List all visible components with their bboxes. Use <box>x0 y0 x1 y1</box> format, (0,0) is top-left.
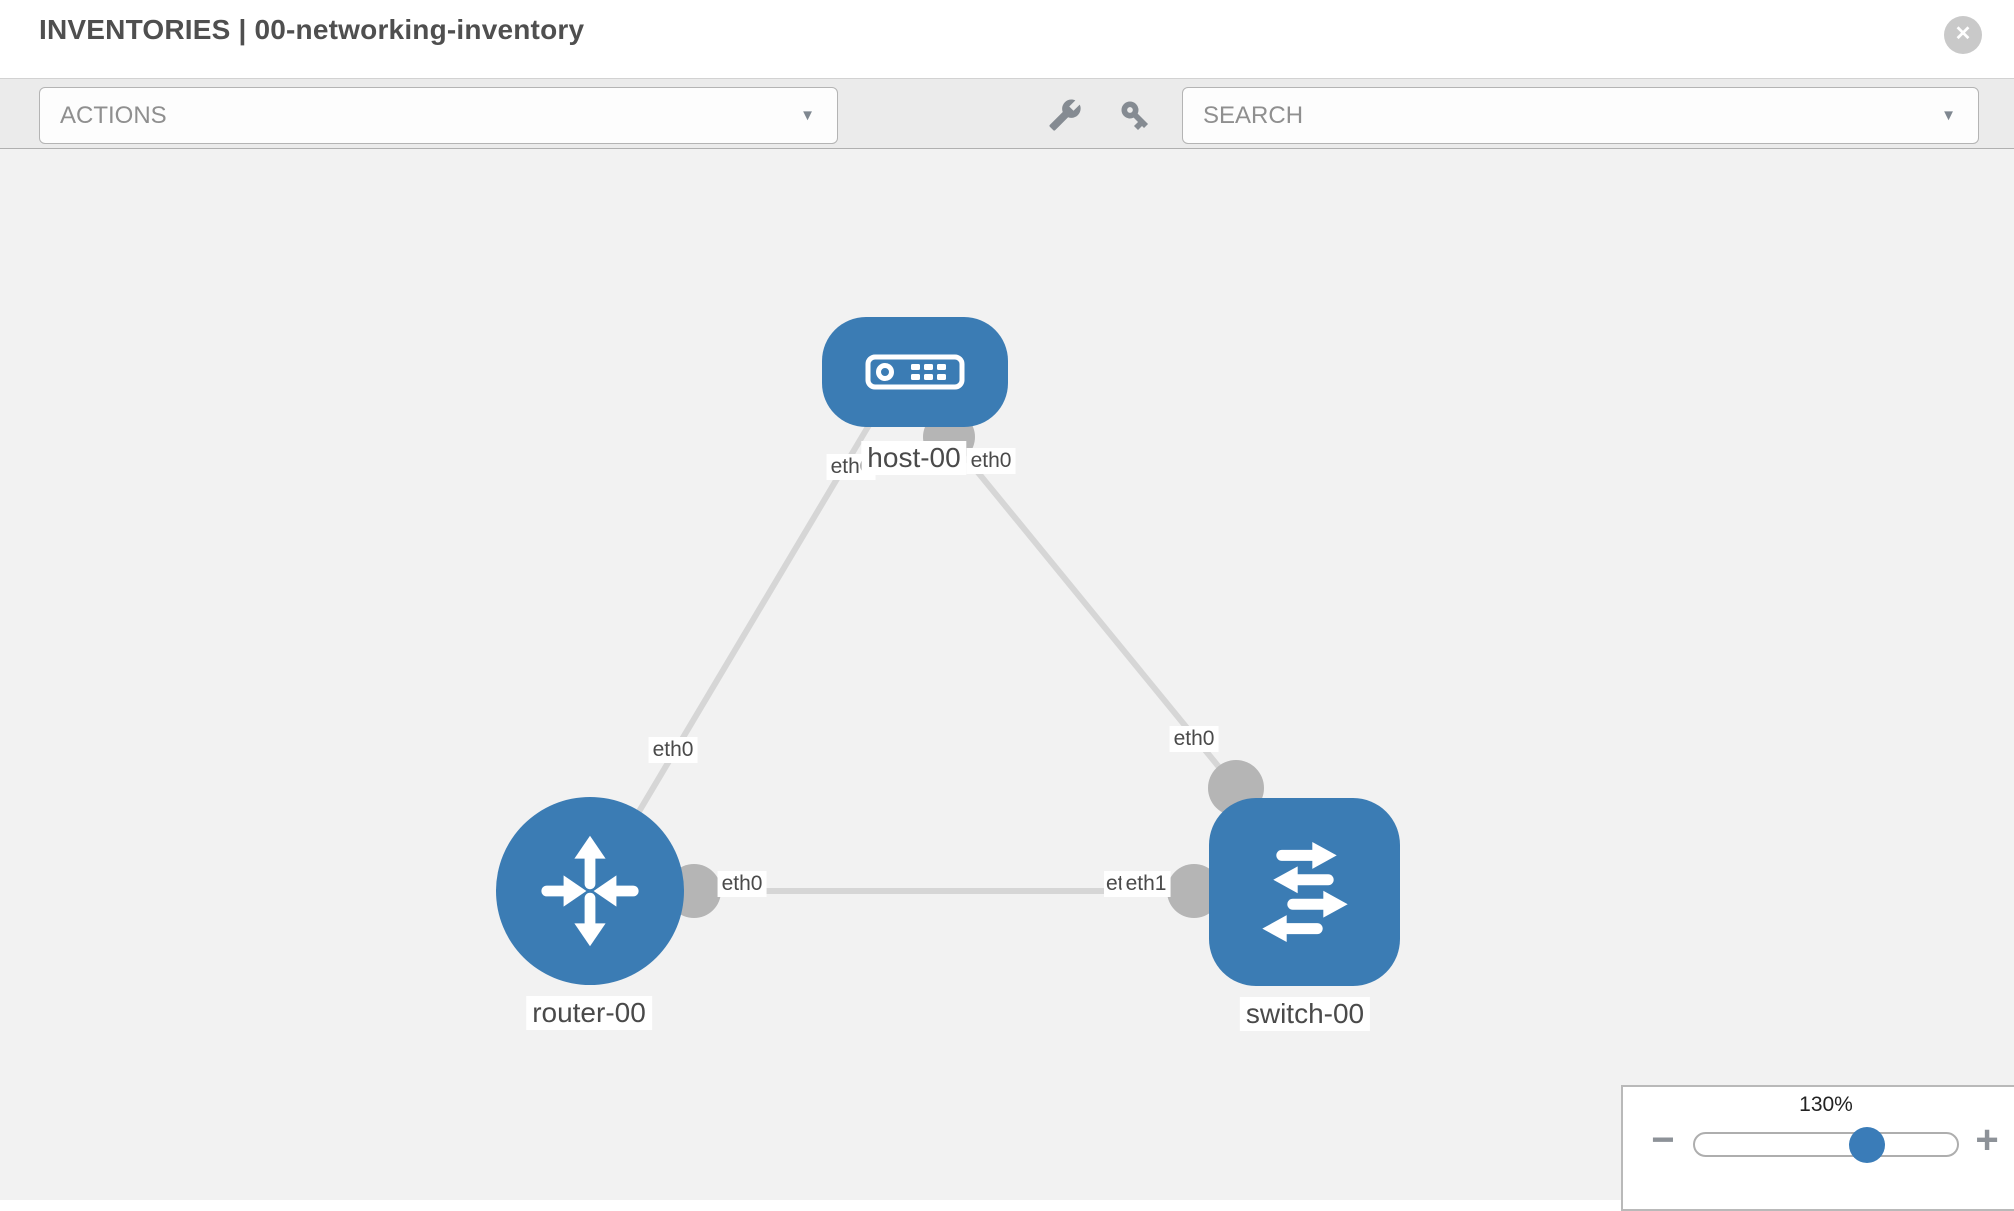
key-button[interactable] <box>1117 98 1153 134</box>
search-dropdown[interactable]: SEARCH ▼ <box>1182 87 1979 144</box>
chevron-down-icon: ▼ <box>800 107 815 124</box>
zoom-out-button[interactable]: − <box>1645 1117 1681 1163</box>
interface-circle-switch-eth1[interactable] <box>1167 864 1221 918</box>
toolbar: ACTIONS ▼ SEARCH ▼ <box>0 78 2014 150</box>
host-icon <box>865 353 965 391</box>
close-button[interactable]: ✕ <box>1944 16 1982 54</box>
node-router-00[interactable] <box>496 797 684 985</box>
zoom-level: 130% <box>1799 1093 1853 1116</box>
node-host-00[interactable] <box>822 317 1008 427</box>
node-label-host-00: host-00 <box>861 441 967 475</box>
router-icon <box>530 831 650 951</box>
zoom-in-button[interactable]: + <box>1969 1117 2005 1163</box>
minus-icon: − <box>1651 1118 1675 1162</box>
close-icon: ✕ <box>1954 23 1972 45</box>
wrench-button[interactable] <box>1047 98 1083 134</box>
zoom-slider-thumb[interactable] <box>1849 1127 1885 1163</box>
plus-icon: + <box>1975 1118 1999 1162</box>
switch-icon <box>1244 831 1366 953</box>
node-switch-00[interactable] <box>1209 798 1400 986</box>
node-label-switch-00: switch-00 <box>1239 997 1371 1031</box>
zoom-slider-track[interactable] <box>1693 1127 1959 1163</box>
interface-label: eth0 <box>717 871 767 897</box>
actions-dropdown[interactable]: ACTIONS ▼ <box>39 87 838 144</box>
key-icon <box>1118 101 1152 135</box>
page-title: INVENTORIES | 00-networking-inventory <box>39 14 585 45</box>
interface-label: eth0 <box>648 737 698 763</box>
chevron-down-icon: ▼ <box>1941 107 1956 124</box>
topology-canvas[interactable] <box>0 149 2014 1200</box>
link-host-router[interactable] <box>625 418 875 832</box>
zoom-panel: 130% − + <box>1621 1085 2014 1211</box>
interface-label: eth0 <box>966 448 1016 474</box>
actions-dropdown-label: ACTIONS <box>60 102 167 129</box>
interface-label: eth1 <box>1121 871 1171 897</box>
node-label-router-00: router-00 <box>526 996 652 1030</box>
search-dropdown-label: SEARCH <box>1203 102 1304 129</box>
header: INVENTORIES | 00-networking-inventory ✕ <box>0 0 2014 78</box>
wrench-icon <box>1048 99 1082 135</box>
interface-label: eth0 <box>1169 726 1219 752</box>
